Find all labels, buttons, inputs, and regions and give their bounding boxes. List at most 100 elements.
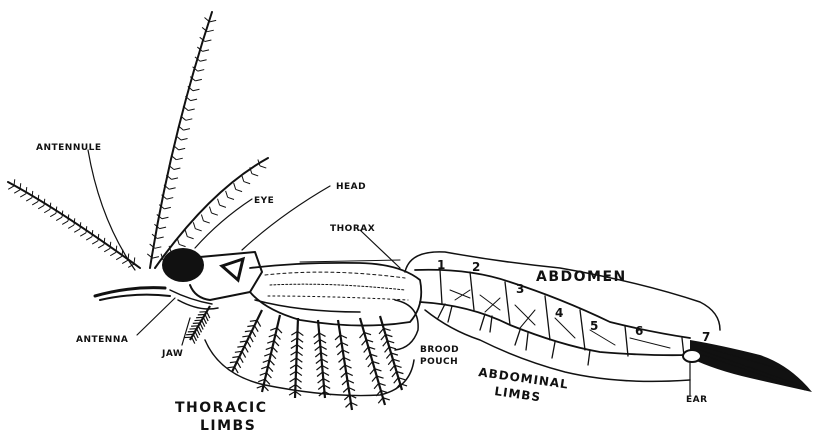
label-abdominal-limbs-2: LIMBS [494,384,542,404]
bristle [98,245,104,248]
label-antennule: ANTENNULE [36,143,102,153]
bristle [104,248,110,251]
bristle [191,99,198,101]
limb-bristle [202,320,205,326]
limb-bristle [200,323,203,329]
bristle [56,217,62,220]
label-head: HEAD [336,182,366,192]
bristle [116,256,122,259]
bristle [122,260,128,263]
thoracic-limbs-illustration [184,306,407,410]
limb-bristle [267,373,272,378]
label-eye: EYE [254,196,274,206]
limb-bristle [245,346,249,352]
antennule-illustration [8,12,268,268]
limb-bristle [195,332,198,338]
bristle [164,207,171,209]
label-thoracic-limbs-1: THORACIC [175,400,268,416]
limb-bristle [264,386,269,391]
bristle [14,190,20,193]
limb-bristle [192,337,195,343]
limb-bristle [235,367,239,373]
segment-number-1: 1 [437,258,446,272]
limb-bristle [198,326,201,332]
limb-bristle [386,353,391,359]
limb-bristle [242,351,246,357]
limb-bristle [342,380,347,385]
limb-bristle [346,403,351,408]
segment-number-2: 2 [472,260,481,274]
segment-number-4: 4 [555,306,564,320]
bristle [167,198,174,200]
bristle [86,226,87,233]
label-brood-pouch-2: POUCH [420,357,458,367]
bristle [80,233,86,236]
bristle [50,203,51,210]
bristle [176,158,183,160]
limb-bristle [240,357,244,363]
bristle [183,129,190,131]
bristle [44,209,50,212]
limb-bristle [335,335,340,340]
bristle [201,214,203,220]
bristle [198,70,205,72]
limb-bristle [364,347,369,353]
bristle [68,225,74,228]
bristle [186,119,193,121]
limb-bristle [274,341,279,346]
bristle [252,174,258,176]
limb-bristle [271,354,276,359]
bristle [50,213,56,216]
limb-bristle [378,398,383,404]
bristle [200,60,207,62]
ear-organ [683,350,701,362]
bristle [110,252,116,255]
bristle [26,198,32,201]
limb-bristle [336,343,341,348]
limb-bristle [255,326,259,332]
bristle [209,207,211,213]
limb-bristle [277,328,282,333]
bristle [74,229,80,232]
limb-bristle [270,360,275,365]
bristle [195,229,201,231]
bristle [62,221,68,224]
limb-bristle [362,340,367,346]
limb-bristle [276,334,281,339]
bristle [195,79,202,81]
limb-bristle [374,383,379,389]
limb-bristle [390,365,395,371]
bristle [202,50,209,52]
segment-number-6: 6 [635,324,644,338]
limb-bristle [203,317,206,323]
bristle [152,257,159,259]
limb-bristle [340,365,345,370]
thorax-illustration [250,260,421,326]
label-abdomen: ABDOMEN [536,269,627,285]
bristle [169,188,176,190]
bristle [177,238,179,244]
bristle [234,183,236,189]
limb-bristle [337,350,342,355]
bristle [203,221,209,223]
limb-bristle [265,379,270,384]
bristle [38,205,44,208]
bristle [157,237,164,239]
bristle [155,247,162,249]
limb-bristle [392,372,397,378]
bristle [228,197,234,199]
limb-bristle [366,354,371,360]
bristle [20,194,26,197]
limb-bristle [257,320,261,326]
limb-bristle [197,329,200,335]
limb-bristle [394,378,399,384]
bristle [212,213,218,215]
bristle [242,175,244,181]
bristle [80,222,81,229]
limb-bristle [379,328,384,334]
limb-bristle [360,333,365,339]
bristle [207,30,214,32]
bristle [205,40,212,42]
brood-pouch-outline [395,300,418,350]
limb-bristle [247,341,251,347]
